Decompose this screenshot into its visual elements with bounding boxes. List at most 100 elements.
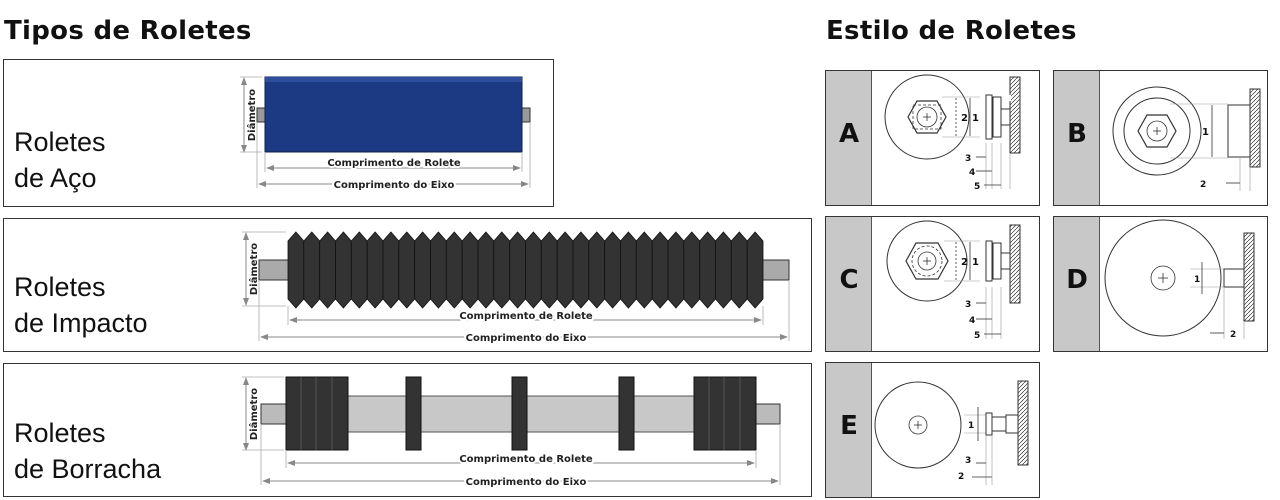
style-a-label-5: 5 <box>974 182 980 192</box>
impact-ring-12 <box>461 231 479 309</box>
style-b-drawing: 1 2 <box>1112 86 1261 191</box>
steel-shaft-length-text: Comprimento do Eixo <box>334 180 455 191</box>
impact-ring-5 <box>350 231 368 309</box>
impact-ring-19 <box>572 231 590 309</box>
style-c-label-1: 1 <box>972 257 979 268</box>
style-b-label-1: 1 <box>1202 127 1209 138</box>
steel-roller-panel: Roletes de Aço Diâmetro Comprimento de R… <box>3 59 554 207</box>
impact-ring-24 <box>651 231 669 309</box>
style-e-card: E 1 3 2 <box>825 362 1040 498</box>
rubber-group-right <box>693 376 757 451</box>
steel-roller-label: Roletes de Aço <box>14 124 106 196</box>
style-a-label-3: 3 <box>965 154 971 164</box>
impact-ring-28 <box>715 231 732 309</box>
impact-ring-17 <box>540 231 558 309</box>
impact-ring-16 <box>525 231 542 309</box>
impact-ring-2 <box>303 231 321 309</box>
impact-ring-29 <box>730 231 748 309</box>
impact-roller-label-line1: Roletes <box>14 272 106 302</box>
impact-ring-7 <box>382 231 400 309</box>
style-a-label-1: 1 <box>972 113 979 124</box>
impact-ring-1 <box>287 231 305 309</box>
impact-shaft-length-text: Comprimento do Eixo <box>466 333 587 344</box>
impact-roller-panel: Roletes de Impacto Diâmetro Comprimento … <box>3 218 812 352</box>
impact-ring-27 <box>699 231 716 309</box>
impact-roller-drawing: Diâmetro Comprimento de Rolete Comprimen… <box>242 231 790 346</box>
style-a-strip <box>826 71 872 205</box>
style-c-drawing: 2 1 3 4 5 <box>886 220 1021 341</box>
impact-rubber-rings <box>287 231 764 309</box>
impact-ring-13 <box>477 231 495 309</box>
rubber-ring-1 <box>405 376 422 451</box>
impact-ring-22 <box>620 231 637 309</box>
style-d-label-2: 2 <box>1230 330 1236 340</box>
impact-ring-26 <box>683 231 701 309</box>
impact-ring-30 <box>746 231 764 309</box>
steel-roller-length-text: Comprimento de Rolete <box>327 158 461 169</box>
impact-ring-4 <box>335 231 352 309</box>
impact-diameter-text: Diâmetro <box>248 243 260 295</box>
style-c-label-2: 2 <box>961 257 968 268</box>
steel-roller-body <box>264 76 523 153</box>
style-d-drawing: 1 2 <box>1104 219 1255 340</box>
style-d-strip <box>1054 217 1100 351</box>
rubber-group-left <box>285 376 349 451</box>
impact-ring-15 <box>509 231 526 309</box>
style-e-label-3: 3 <box>965 456 971 466</box>
rubber-roller-label: Roletes de Borracha <box>14 415 161 487</box>
impact-ring-23 <box>635 231 653 309</box>
impact-shaft-right <box>760 259 790 281</box>
steel-roller-label-line2: de Aço <box>14 163 97 193</box>
style-a-drawing: 2 1 3 4 5 <box>884 74 1021 192</box>
impact-ring-10 <box>430 231 447 309</box>
impact-ring-21 <box>604 231 621 309</box>
impact-ring-9 <box>414 231 431 309</box>
impact-ring-14 <box>493 231 511 309</box>
style-c-letter: C <box>839 265 859 295</box>
style-b-strip <box>1054 71 1100 205</box>
style-c-label-3: 3 <box>965 300 971 310</box>
rubber-ring-2 <box>511 376 528 451</box>
estilo-heading: Estilo de Roletes <box>826 16 1077 46</box>
rubber-shaft-length-text: Comprimento do Eixo <box>466 477 587 488</box>
rubber-roller-length-text: Comprimento de Rolete <box>459 454 593 465</box>
steel-diameter-text: Diâmetro <box>246 89 258 141</box>
rubber-diameter-text: Diâmetro <box>248 388 260 440</box>
impact-ring-11 <box>445 231 463 309</box>
style-a-label-2: 2 <box>961 113 968 124</box>
style-c-card: C 2 1 3 4 5 <box>825 216 1040 352</box>
impact-roller-label-line2: de Impacto <box>14 308 148 338</box>
style-a-card: A 2 1 3 4 5 <box>825 70 1040 206</box>
style-d-letter: D <box>1066 265 1088 295</box>
style-a-label-4: 4 <box>969 168 975 178</box>
style-e-label-1: 1 <box>968 421 974 431</box>
rubber-roller-label-line2: de Borracha <box>14 454 162 484</box>
tipos-heading: Tipos de Roletes <box>4 16 252 46</box>
steel-roller-drawing: Diâmetro Comprimento de Rolete Comprimen… <box>240 76 531 193</box>
style-c-strip <box>826 217 872 351</box>
style-b-label-2: 2 <box>1200 180 1206 190</box>
style-e-letter: E <box>840 411 858 441</box>
impact-shaft-left <box>258 259 290 281</box>
impact-ring-6 <box>366 231 384 309</box>
style-d-label-1: 1 <box>1194 275 1200 285</box>
style-c-label-5: 5 <box>974 331 980 341</box>
steel-roller-label-line1: Roletes <box>14 127 106 157</box>
rubber-ring-3 <box>618 376 635 451</box>
impact-ring-20 <box>588 231 606 309</box>
style-e-label-2: 2 <box>958 472 964 482</box>
style-e-drawing: 1 3 2 <box>874 380 1029 485</box>
style-d-card: D 1 2 <box>1053 216 1268 352</box>
style-a-letter: A <box>838 119 860 149</box>
style-c-label-4: 4 <box>969 316 975 326</box>
impact-ring-8 <box>398 231 416 309</box>
impact-ring-3 <box>319 231 336 309</box>
style-b-letter: B <box>1067 119 1087 149</box>
impact-roller-length-text: Comprimento de Rolete <box>459 311 593 322</box>
style-e-strip <box>826 363 872 497</box>
style-b-card: B 1 2 <box>1053 70 1268 206</box>
rubber-roller-label-line1: Roletes <box>14 418 106 448</box>
rubber-roller-panel: Roletes de Borracha Diâmetro <box>3 363 812 497</box>
rubber-roller-drawing: Diâmetro Comprimento de Rolete Comprimen… <box>242 376 781 490</box>
impact-ring-18 <box>556 231 574 309</box>
